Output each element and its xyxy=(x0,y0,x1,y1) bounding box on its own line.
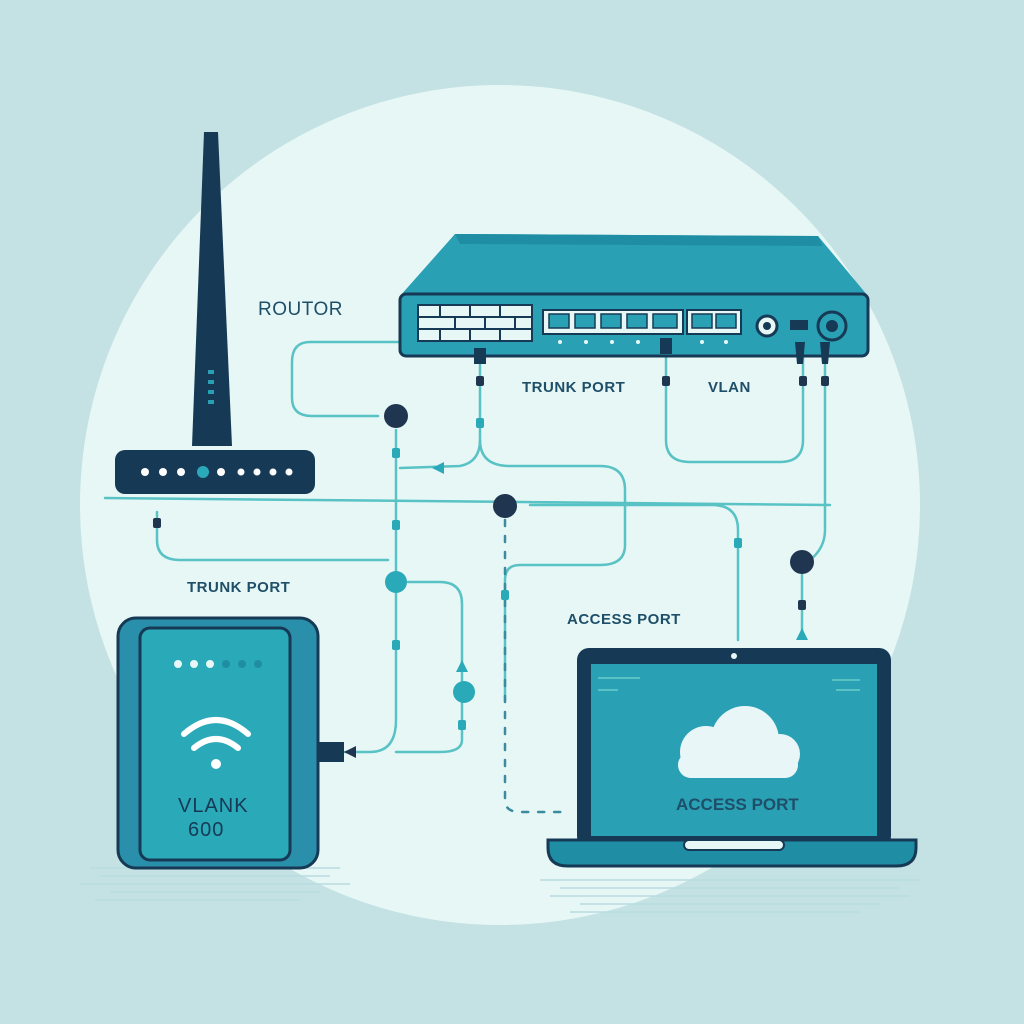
node-lower-teal xyxy=(453,681,475,703)
label-router: ROUTOR xyxy=(258,299,343,320)
label-trunk-port-left: TRUNK PORT xyxy=(187,579,290,596)
node-center xyxy=(493,494,517,518)
label-trunk-port-top: TRUNK PORT xyxy=(522,379,625,396)
network-nodes xyxy=(384,404,814,703)
label-vlan: VLAN xyxy=(708,379,751,396)
laptop-icon[interactable] xyxy=(546,648,918,868)
wifi-access-point-device[interactable] xyxy=(116,616,344,870)
wifi-icon xyxy=(181,717,251,769)
connector-ticks xyxy=(153,376,829,758)
network-switch-icon[interactable] xyxy=(398,234,870,364)
antenna-router-icon[interactable] xyxy=(115,132,315,494)
label-device-vlan: VLANK xyxy=(178,795,249,817)
label-device-number: 600 xyxy=(188,819,224,841)
node-left-teal xyxy=(385,571,407,593)
label-access-port: ACCESS PORT xyxy=(567,611,681,628)
label-laptop-screen: ACCESS PORT xyxy=(676,795,799,814)
cloud-icon xyxy=(678,706,800,778)
node-right xyxy=(790,550,814,574)
node-top xyxy=(384,404,408,428)
